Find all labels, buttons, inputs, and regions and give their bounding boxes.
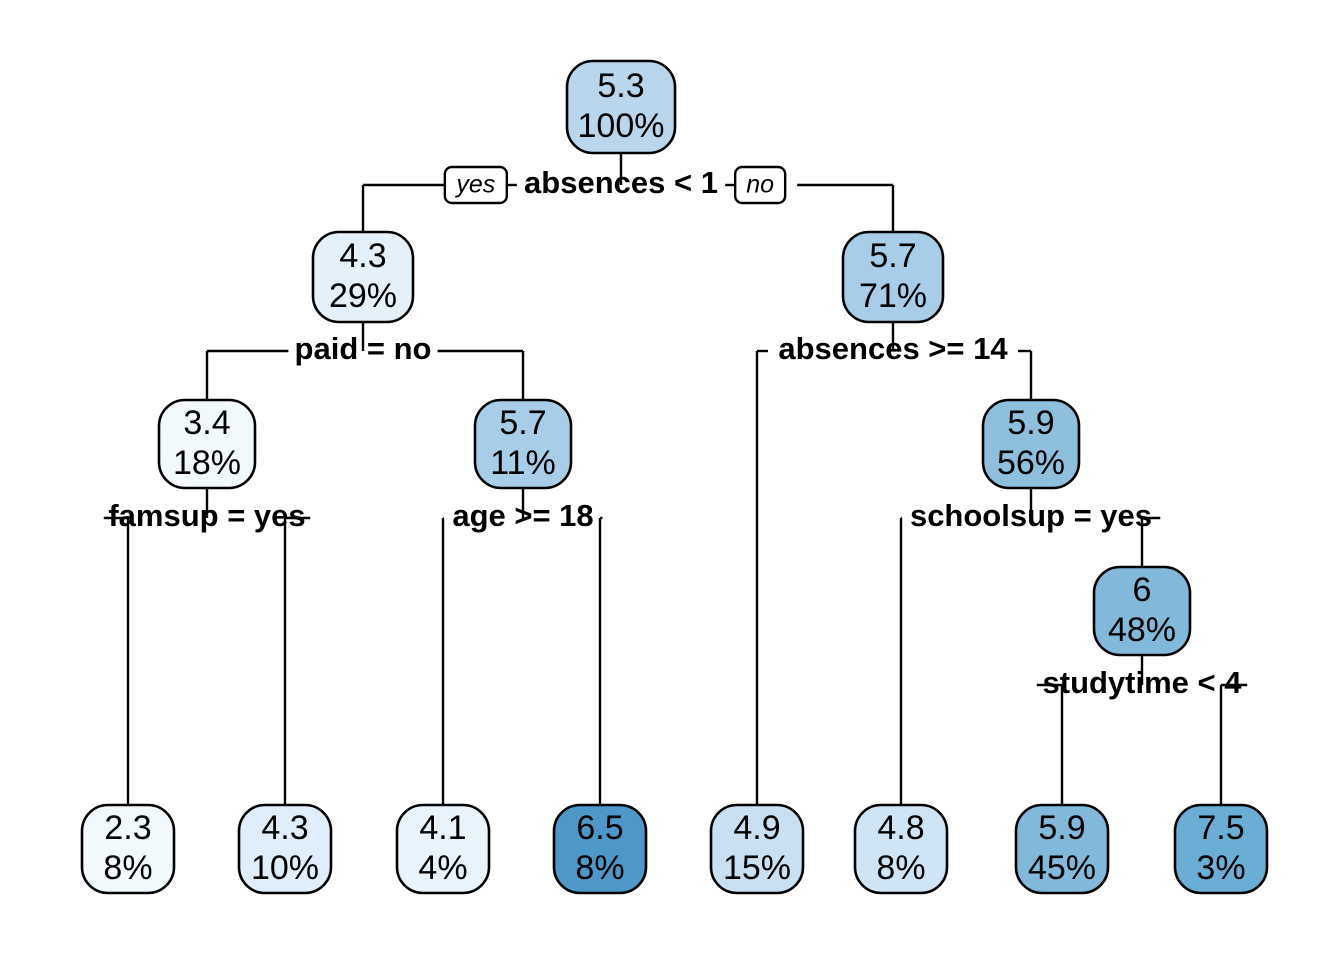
tree-node[interactable]: 648% <box>1092 565 1192 657</box>
branch-label-yes-box[interactable] <box>443 165 509 205</box>
tree-node[interactable]: 5.956% <box>981 398 1081 490</box>
tree-node[interactable]: 5.771% <box>841 230 945 324</box>
tree-edges <box>103 153 1248 805</box>
node-percent: 10% <box>251 849 319 887</box>
node-value: 4.3 <box>339 237 386 275</box>
split-group[interactable]: studytime < 4 <box>1043 665 1243 700</box>
node-value: 4.3 <box>261 809 308 847</box>
tree-node[interactable]: 4.14% <box>395 803 491 895</box>
node-percent: 8% <box>103 849 152 887</box>
node-value: 4.9 <box>733 809 780 847</box>
split-label: absences >= 14 <box>778 331 1008 366</box>
node-box <box>565 59 677 155</box>
tree-node[interactable]: 4.88% <box>853 803 949 895</box>
tree-nodes: 5.3100%4.329%5.771%3.418%5.711%5.956%648… <box>80 59 1269 895</box>
tree-node[interactable]: 3.418% <box>157 398 257 490</box>
node-percent: 8% <box>575 849 624 887</box>
node-value: 5.7 <box>499 404 546 442</box>
node-box <box>1173 803 1269 895</box>
node-value: 6.5 <box>576 809 623 847</box>
split-label: famsup = yes <box>108 498 305 533</box>
node-percent: 100% <box>578 107 665 145</box>
branch-label-yes: yes <box>454 171 495 199</box>
node-percent: 8% <box>876 849 925 887</box>
node-box <box>853 803 949 895</box>
node-box <box>311 230 415 324</box>
tree-node[interactable]: 5.711% <box>473 398 573 490</box>
node-box <box>841 230 945 324</box>
split-label: paid = no <box>295 331 432 366</box>
node-percent: 56% <box>997 444 1065 482</box>
tree-node[interactable]: 4.915% <box>709 803 805 895</box>
tree-node[interactable]: 6.58% <box>552 803 648 895</box>
node-percent: 71% <box>859 277 927 315</box>
node-percent: 4% <box>418 849 467 887</box>
node-percent: 11% <box>490 444 556 482</box>
node-percent: 48% <box>1108 611 1176 649</box>
branch-label-no-box[interactable] <box>733 165 787 205</box>
split-label: schoolsup = yes <box>910 498 1152 533</box>
node-percent: 3% <box>1196 849 1245 887</box>
node-value: 2.3 <box>104 809 151 847</box>
node-box <box>395 803 491 895</box>
node-percent: 45% <box>1028 849 1096 887</box>
tree-node[interactable]: 7.53% <box>1173 803 1269 895</box>
split-group[interactable]: absences >= 14 <box>778 331 1008 366</box>
split-label: absences < 1 <box>524 165 718 200</box>
tree-node[interactable]: 4.310% <box>237 803 333 895</box>
node-box <box>1014 803 1110 895</box>
split-group[interactable]: age >= 18 <box>452 498 593 533</box>
tree-node[interactable]: 2.38% <box>80 803 176 895</box>
tree-split-labels: absences < 1 yes no paid = no absences >= 14… <box>108 165 1242 700</box>
node-box <box>1092 565 1192 657</box>
node-value: 5.9 <box>1007 404 1054 442</box>
node-value: 5.7 <box>869 237 916 275</box>
node-box <box>80 803 176 895</box>
split-group[interactable]: paid = no <box>295 331 432 366</box>
node-value: 6 <box>1133 571 1152 609</box>
split-label: age >= 18 <box>452 498 593 533</box>
split-group[interactable]: schoolsup = yes <box>910 498 1152 533</box>
tree-node[interactable]: 4.329% <box>311 230 415 324</box>
node-percent: 18% <box>173 444 241 482</box>
split-group[interactable]: famsup = yes <box>108 498 305 533</box>
node-box <box>552 803 648 895</box>
node-value: 7.5 <box>1197 809 1244 847</box>
node-value: 5.9 <box>1038 809 1085 847</box>
split-label: studytime < 4 <box>1043 665 1243 700</box>
node-value: 4.8 <box>877 809 924 847</box>
node-box <box>981 398 1081 490</box>
split-group[interactable]: absences < 1 yes no <box>443 165 787 205</box>
node-box <box>473 398 573 490</box>
node-value: 5.3 <box>597 67 644 105</box>
node-value: 3.4 <box>183 404 230 442</box>
node-value: 4.1 <box>419 809 466 847</box>
node-percent: 29% <box>329 277 397 315</box>
branch-label-no: no <box>746 171 774 199</box>
node-percent: 15% <box>723 849 791 887</box>
tree-node[interactable]: 5.945% <box>1014 803 1110 895</box>
node-box <box>237 803 333 895</box>
node-box <box>709 803 805 895</box>
node-box <box>157 398 257 490</box>
